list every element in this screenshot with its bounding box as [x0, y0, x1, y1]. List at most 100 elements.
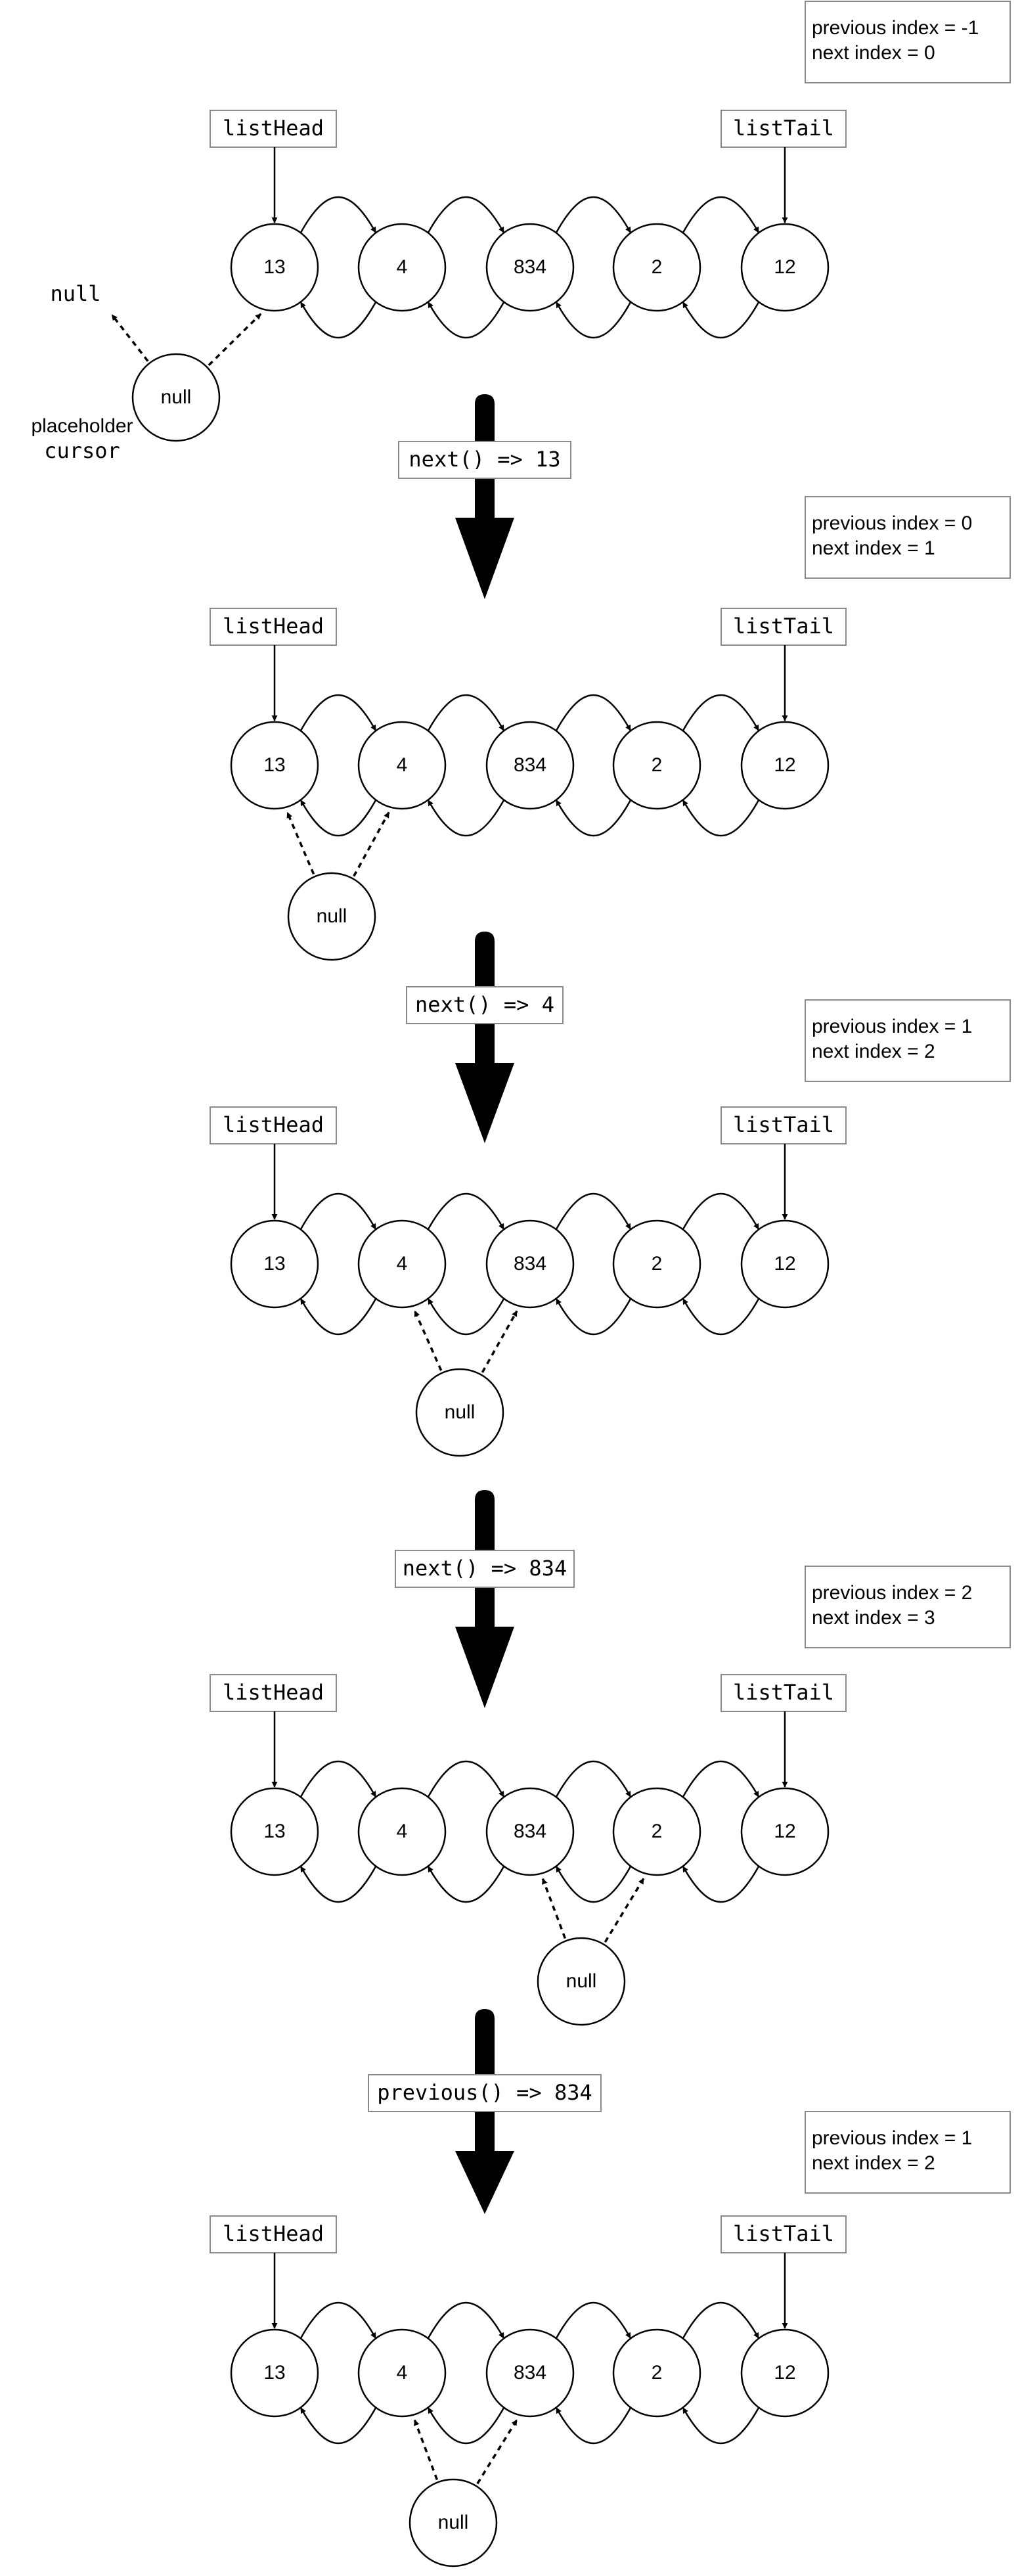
cursor-node — [537, 1937, 626, 2026]
list-node — [740, 1219, 830, 1309]
list-head-box — [210, 110, 337, 148]
next-link-arrow — [682, 1760, 760, 1797]
next-link-arrow — [555, 694, 632, 731]
next-index-label: next index = 2 — [812, 1041, 935, 1062]
transition-label: next() => 13 — [409, 447, 560, 472]
list-node-value: 12 — [774, 2362, 795, 2384]
cursor-prev-pointer — [286, 811, 315, 875]
transition-arrow — [455, 932, 514, 1143]
list-node — [740, 2328, 830, 2418]
prev-link-arrow — [427, 1866, 505, 1903]
previous-index-label: previous index = 0 — [812, 512, 972, 534]
list-tail-label: listTail — [733, 2221, 834, 2246]
list-head-label: listHead — [223, 2221, 324, 2246]
cursor-next-pointer — [476, 2419, 518, 2485]
list-tail-box — [721, 1674, 847, 1712]
prev-link-arrow — [555, 302, 632, 339]
prev-link-arrow — [682, 1866, 760, 1903]
next-index-label: next index = 0 — [812, 42, 935, 64]
list-node-value: 12 — [774, 1820, 795, 1842]
placeholder-label: placeholder — [31, 415, 133, 437]
next-index-label: next index = 1 — [812, 537, 935, 559]
list-node-value: 2 — [652, 754, 663, 776]
list-node-value: 4 — [397, 1820, 408, 1842]
transition-step: next() => 13 — [398, 394, 571, 599]
list-node — [485, 721, 575, 810]
cursor-null-label: null — [317, 905, 347, 927]
list-node — [357, 1219, 447, 1309]
list-node — [485, 223, 575, 312]
cursor-prev-pointer — [541, 1878, 567, 1939]
list-node-value: 4 — [397, 256, 408, 278]
list-node — [612, 1787, 701, 1876]
list-node — [740, 721, 830, 810]
cursor-prev-pointer — [413, 2419, 439, 2481]
transition-label: next() => 4 — [415, 992, 554, 1017]
next-link-arrow — [555, 2301, 632, 2339]
transition-step: previous() => 834 — [368, 2009, 602, 2214]
transition-arrow — [455, 394, 514, 599]
next-link-arrow — [682, 1192, 760, 1230]
prev-link-arrow — [555, 1866, 632, 1903]
list-node — [740, 1787, 830, 1876]
list-node — [612, 1219, 701, 1309]
prev-link-arrow — [682, 302, 760, 339]
list-head-box — [210, 608, 337, 646]
list-node — [230, 721, 319, 810]
list-node-value: 12 — [774, 1253, 795, 1275]
list-node — [357, 1787, 447, 1876]
transition-label-box — [406, 986, 564, 1024]
cursor-null-label: null — [445, 1401, 476, 1423]
cursor-node — [131, 353, 221, 442]
prev-link-arrow — [555, 2407, 632, 2445]
list-node-value: 2 — [652, 2362, 663, 2384]
list-head-box — [210, 1106, 337, 1144]
prev-link-arrow — [427, 2407, 505, 2445]
cursor-next-pointer — [604, 1878, 645, 1943]
list-node — [230, 1787, 319, 1876]
next-link-arrow — [427, 196, 505, 233]
prev-link-arrow — [682, 2407, 760, 2445]
prev-link-arrow — [427, 1298, 505, 1336]
previous-index-label: previous index = 1 — [812, 2127, 972, 2149]
list-node — [612, 223, 701, 312]
list-node-value: 4 — [397, 1253, 408, 1275]
previous-index-label: previous index = 2 — [812, 1582, 972, 1604]
next-link-arrow — [427, 1192, 505, 1230]
next-link-arrow — [427, 694, 505, 731]
index-box — [805, 1, 1011, 83]
list-node-value: 834 — [514, 256, 546, 278]
list-node-value: 2 — [652, 256, 663, 278]
list-head-label: listHead — [223, 1680, 324, 1705]
list-head-label: listHead — [223, 116, 324, 141]
prev-link-arrow — [299, 1298, 377, 1336]
list-node-value: 4 — [397, 2362, 408, 2384]
prev-link-arrow — [299, 2407, 377, 2445]
list-head-label: listHead — [223, 1112, 324, 1137]
prev-link-arrow — [427, 302, 505, 339]
cursor-next-pointer — [481, 1310, 518, 1373]
list-node-value: 834 — [514, 1253, 546, 1275]
list-node-value: 2 — [652, 1820, 663, 1842]
next-index-label: next index = 3 — [812, 1607, 935, 1629]
transition-label: previous() => 834 — [377, 2080, 592, 2105]
cursor-node — [415, 1368, 504, 1457]
next-link-arrow — [555, 1760, 632, 1797]
next-link-arrow — [299, 694, 377, 731]
cursor-next-pointer — [353, 811, 390, 877]
transition-arrow — [455, 1490, 514, 1708]
list-node — [357, 721, 447, 810]
list-node-value: 834 — [514, 754, 546, 776]
transition-label-box — [395, 1550, 575, 1588]
next-link-arrow — [555, 196, 632, 233]
cursor-label: cursor — [44, 438, 120, 463]
list-node-value: 12 — [774, 256, 795, 278]
list-node-value: 13 — [263, 1253, 285, 1275]
list-node — [485, 1219, 575, 1309]
prev-link-arrow — [299, 302, 377, 339]
list-tail-box — [721, 2215, 847, 2253]
index-box — [805, 2111, 1011, 2194]
